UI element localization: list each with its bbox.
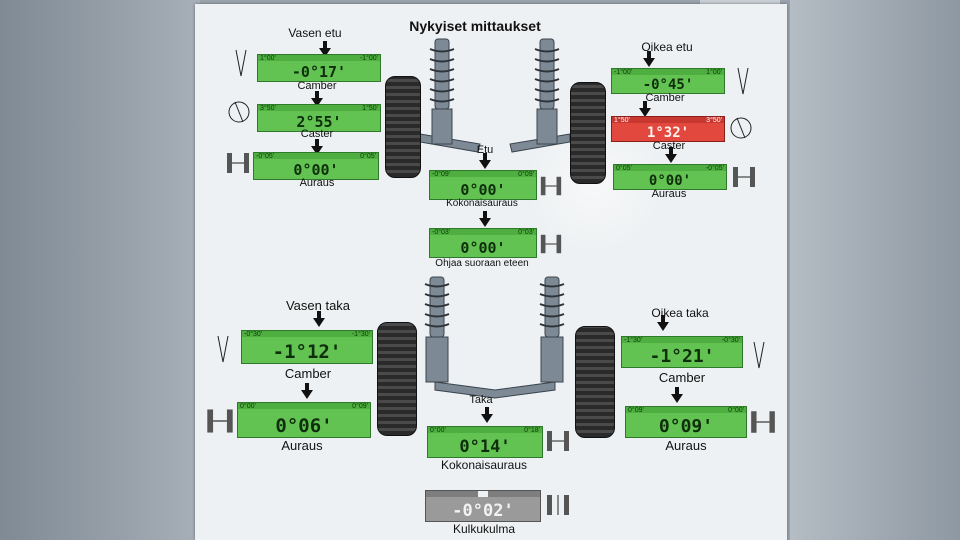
rear-right-toe-arrow xyxy=(671,387,683,403)
front-right-toe-arrow xyxy=(665,147,677,163)
front-left-toe-label: Auraus xyxy=(299,177,335,189)
rear-right-toe-value: 0°09' xyxy=(658,416,714,437)
rear-right-heading: Oikea taka xyxy=(651,306,709,320)
rear-left-toe-label: Auraus xyxy=(281,438,323,453)
front-left-caster-gauge: 3°50'1°50' 2°55' xyxy=(257,104,381,132)
rear-right-wheel xyxy=(575,326,615,438)
front-total-toe-value: 0°00' xyxy=(460,181,506,199)
front-right-camber-label: Camber xyxy=(645,92,685,104)
background-left xyxy=(0,0,200,540)
front-right-caster-value: 1°32' xyxy=(646,125,690,141)
front-right-caster-label: Caster xyxy=(652,140,686,152)
front-left-camber-gauge: 1°00'-1°00' -0°17' xyxy=(257,54,381,82)
thrust-angle-value: -0°02' xyxy=(452,501,514,521)
rear-right-toe-label: Auraus xyxy=(665,438,707,453)
front-left-caster-value: 2°55' xyxy=(296,113,342,131)
front-left-wheel xyxy=(385,76,421,178)
caster-icon-right xyxy=(730,117,752,139)
steering-gauge: -0°03'0°03' 0°00' xyxy=(429,228,537,258)
rear-total-toe-icon xyxy=(547,431,569,451)
front-left-toe-value: 0°00' xyxy=(293,161,339,179)
alignment-printout: Nykyiset mittaukset xyxy=(195,4,787,540)
rear-left-heading: Vasen taka xyxy=(285,298,351,313)
caster-icon xyxy=(228,101,250,123)
toe-icon xyxy=(227,153,249,173)
front-left-heading: Vasen etu xyxy=(288,26,342,40)
rear-center-heading: Taka xyxy=(469,394,493,406)
thrust-angle-gauge: -0°02' xyxy=(425,490,541,522)
steering-arrow xyxy=(479,211,491,227)
rear-left-camber-arrow xyxy=(313,311,325,327)
rear-left-camber-gauge: -0°30'-1°30' -1°12' xyxy=(241,330,373,364)
camber-icon xyxy=(235,49,247,77)
total-toe-icon xyxy=(540,176,562,196)
rear-left-camber-value: -1°12' xyxy=(272,341,342,363)
camber-icon-right xyxy=(737,67,749,95)
front-right-heading: Oikea etu xyxy=(641,40,693,54)
front-left-toe-gauge: -0°05'0°05' 0°00' xyxy=(253,152,379,180)
front-right-caster-gauge: 1°50'3°50' 1°32' xyxy=(611,116,725,142)
thrust-angle-icon xyxy=(547,495,569,515)
rear-toe-icon xyxy=(207,409,233,433)
rear-total-toe-label: Kokonaisauraus xyxy=(440,458,528,472)
rear-left-wheel xyxy=(377,322,417,436)
rear-camber-icon-right xyxy=(753,341,765,369)
rear-left-toe-value: 0°06' xyxy=(275,415,333,437)
rear-left-camber-label: Camber xyxy=(284,366,332,381)
rear-left-toe-gauge: 0°00'0°09' 0°06' xyxy=(237,402,371,438)
front-right-camber-value: -0°45' xyxy=(642,77,694,93)
background-right xyxy=(790,0,960,540)
front-right-camber-gauge: -1°00'1°00' -0°45' xyxy=(611,68,725,94)
rear-total-toe-gauge: 0°00'0°18' 0°14' xyxy=(427,426,543,458)
rear-right-toe-gauge: 0°09'0°00' 0°09' xyxy=(625,406,747,438)
front-left-camber-label: Camber xyxy=(297,80,337,92)
front-total-toe-gauge: -0°09'0°09' 0°00' xyxy=(429,170,537,200)
rear-total-toe-arrow xyxy=(481,407,493,423)
thrust-angle-label: Kulkukulma xyxy=(452,522,516,536)
page-title: Nykyiset mittaukset xyxy=(409,18,541,34)
rear-left-toe-arrow xyxy=(301,383,313,399)
steering-icon xyxy=(540,234,562,254)
front-left-caster-label: Caster xyxy=(300,128,334,140)
toe-icon-right xyxy=(733,167,755,187)
front-left-camber-value: -0°17' xyxy=(291,63,347,81)
front-right-toe-label: Auraus xyxy=(651,188,687,200)
rear-suspension-illustration xyxy=(424,276,565,399)
front-total-toe-arrow xyxy=(479,153,491,169)
front-right-toe-gauge: 0°05'-0°05' 0°00' xyxy=(613,164,727,190)
rear-right-camber-value: -1°21' xyxy=(649,346,715,367)
front-right-toe-value: 0°00' xyxy=(648,173,692,189)
front-right-camber-arrow xyxy=(643,51,655,67)
front-left-camber-arrow xyxy=(319,41,331,57)
steering-value: 0°00' xyxy=(460,239,506,257)
rear-camber-icon xyxy=(217,335,229,363)
rear-right-camber-gauge: -1°30'-0°30' -1°21' xyxy=(621,336,743,368)
front-left-caster-arrow xyxy=(311,91,323,107)
rear-right-camber-label: Camber xyxy=(658,370,706,385)
front-center-heading: Etu xyxy=(476,144,494,156)
front-right-caster-arrow xyxy=(639,101,651,117)
rear-toe-icon-right xyxy=(751,411,775,433)
rear-total-toe-value: 0°14' xyxy=(459,437,511,457)
front-total-toe-label: Kokonaisauraus xyxy=(446,198,518,209)
rear-right-camber-arrow xyxy=(657,315,669,331)
steering-label: Ohjaa suoraan eteen xyxy=(435,258,529,269)
front-left-toe-arrow xyxy=(311,139,323,155)
front-right-wheel xyxy=(570,82,606,184)
